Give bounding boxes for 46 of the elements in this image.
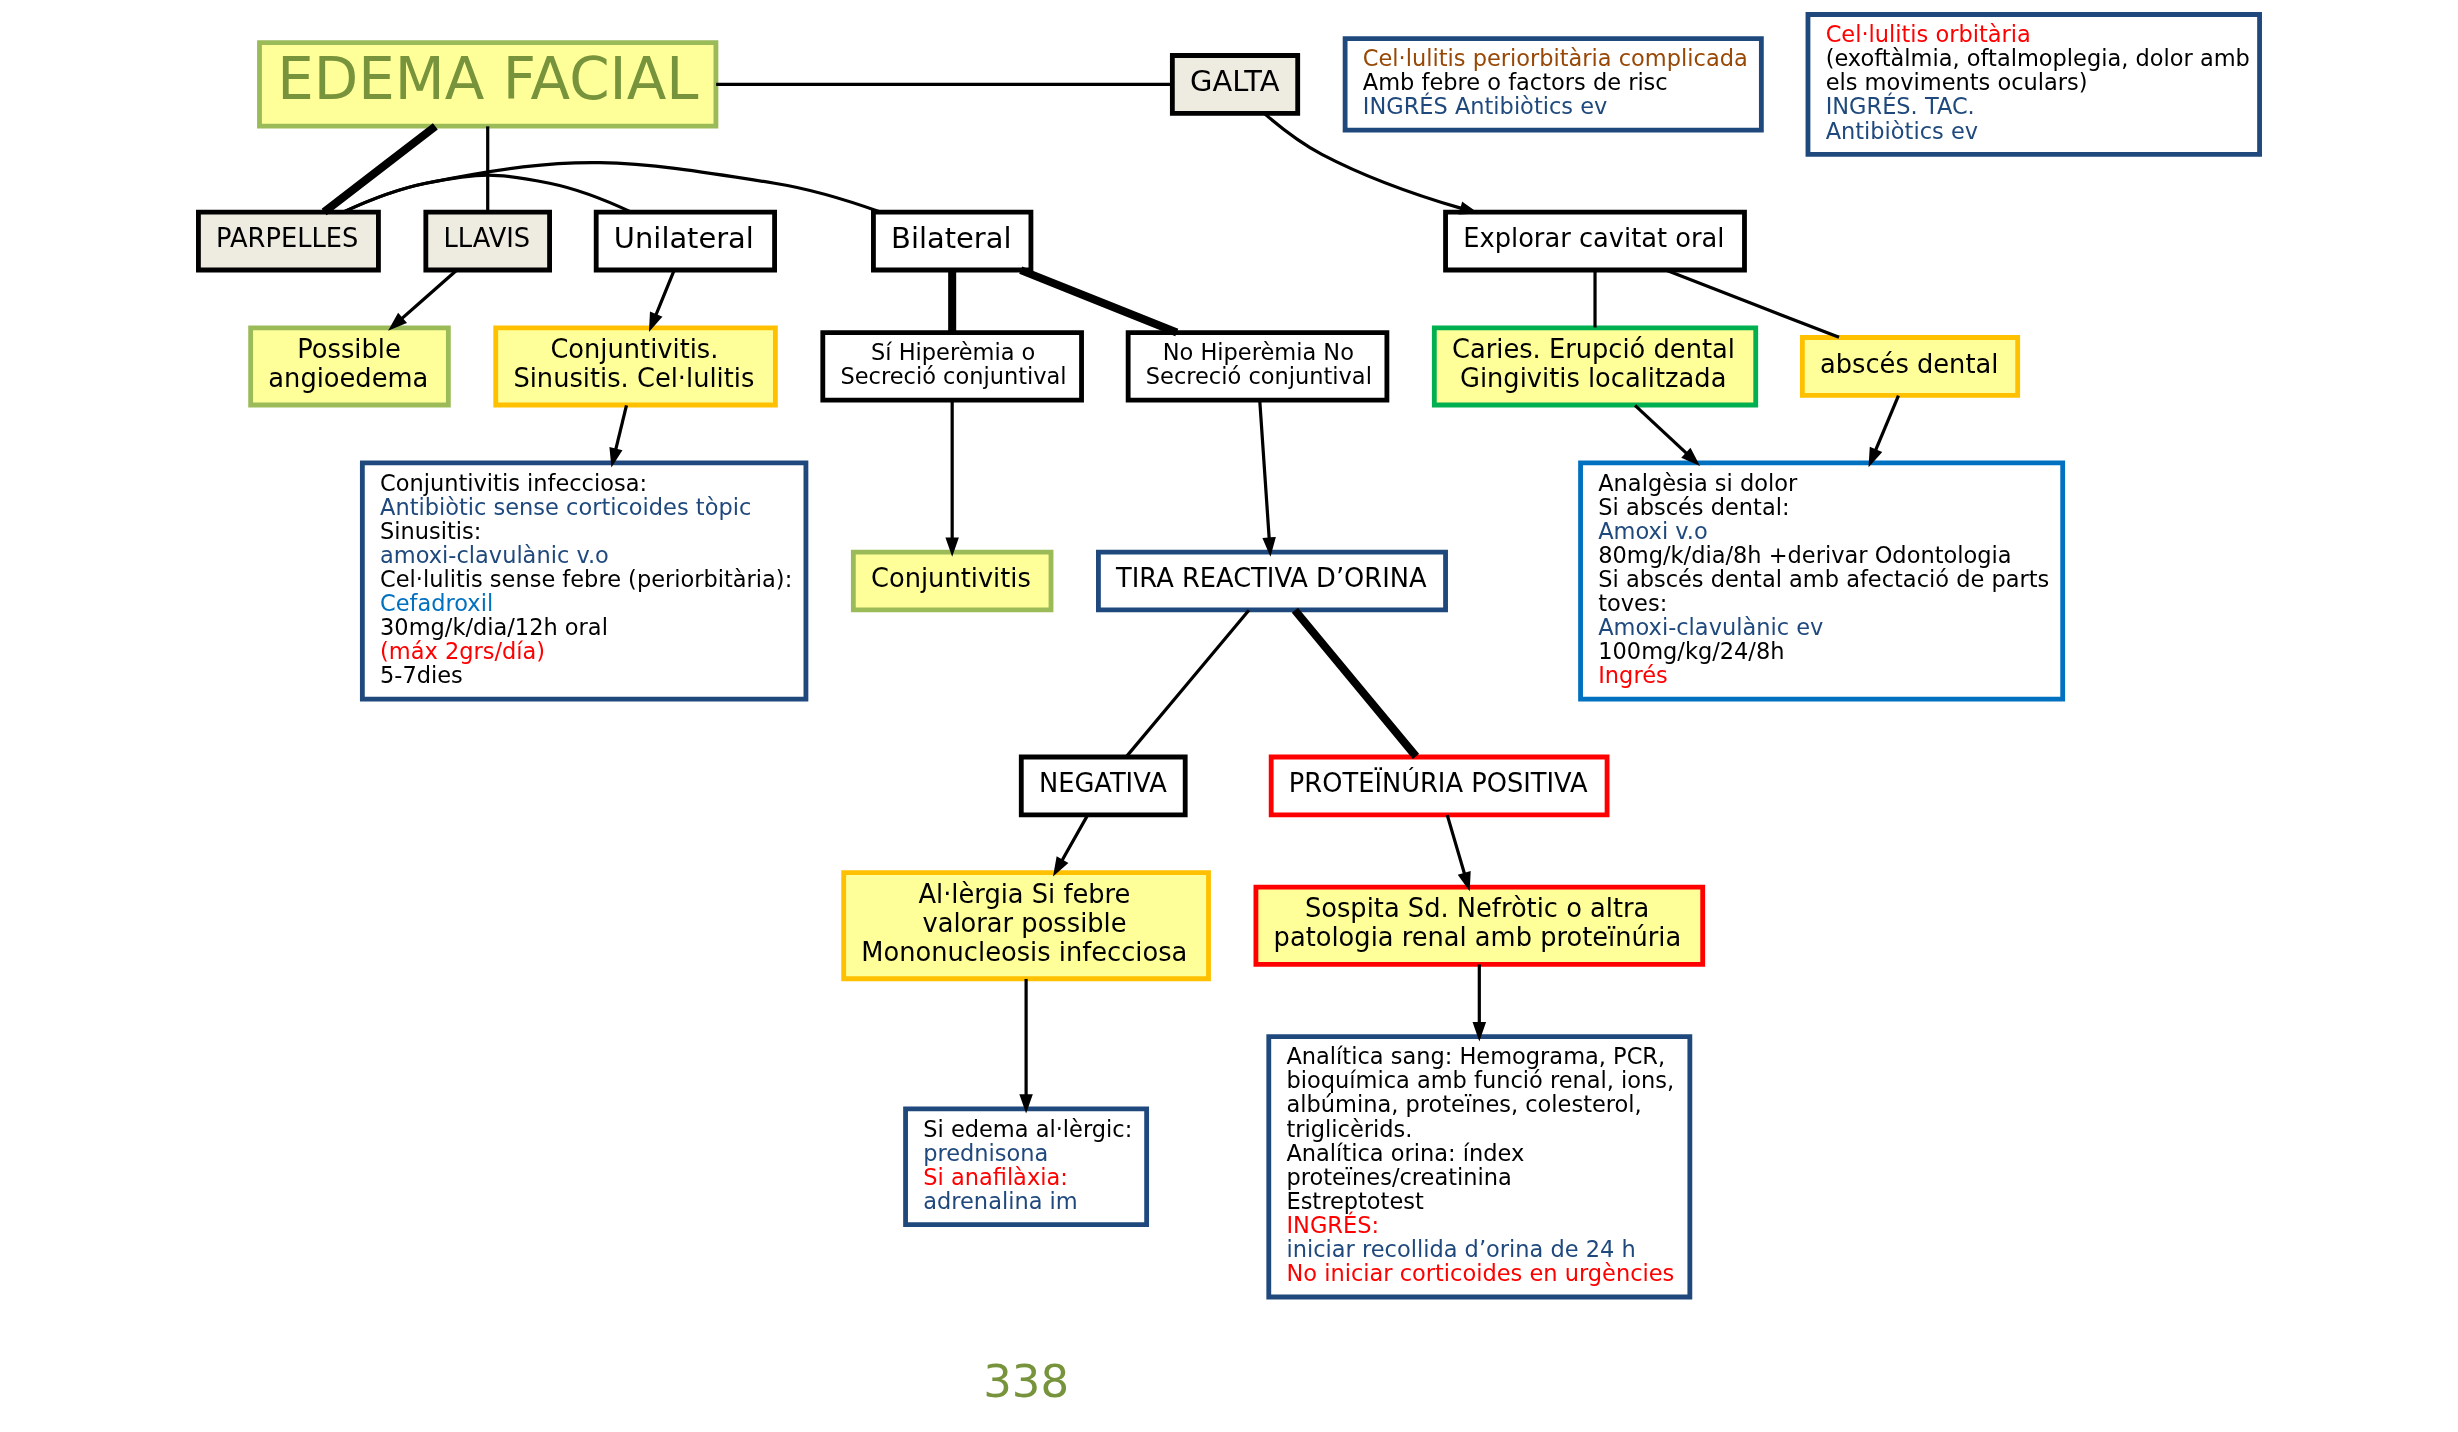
node-box: PROTEÏNÚRIA POSITIVA (1268, 754, 1610, 818)
label: 338 (983, 1355, 1070, 1409)
node-box: GALTA (1169, 53, 1301, 116)
node-box: Si edema al·lèrgic: prednisona Si anafilàxia: adrenalina im (903, 1106, 1150, 1228)
connector (1291, 607, 1420, 759)
node-box: No Hiperèmia No Secreció conjuntival (1125, 330, 1390, 403)
connector (1593, 270, 1597, 328)
node-box: Cel·lulitis orbitària (exoftàlmia, oftalmoplegia, dolor amb els moviments oculars) INGRÉS. TAC. Antibiòtics ev (1805, 12, 2262, 157)
node-box: Conjuntivitis (850, 549, 1054, 613)
node-box: NEGATIVA (1018, 754, 1188, 818)
node-box: PARPELLES (196, 209, 381, 273)
node-box: Al·lèrgia Si febre valorar possible Mononucleosis infecciosa (841, 870, 1211, 982)
node-box: Unilateral (593, 209, 777, 273)
node-box: LLAVIS (423, 209, 552, 273)
node-box: Cel·lulitis periorbitària complicada Amb febre o factors de risc INGRÉS Antibiòtics ev (1342, 36, 1764, 133)
arrow (945, 400, 959, 557)
arrow (648, 269, 676, 332)
arrow (1053, 814, 1090, 877)
node-box: EDEMA FACIAL (257, 40, 719, 129)
node-box: Conjuntivitis. Sinusitis. Cel·lulitis (493, 325, 778, 408)
connector (321, 123, 438, 216)
arrow (1472, 964, 1487, 1042)
arrow (609, 404, 629, 468)
node-box: Conjuntivitis infecciosa: Antibiòtic sense corticoides tòpic Sinusitis: amoxi-clavulànic v.o Cel·lulitis sense febre (periorbitària): Cefadroxil 30mg/k/dia/12h oral (máx 2grs/día) 5-7dies (359, 460, 809, 702)
connector (1125, 609, 1251, 758)
arrow (1258, 400, 1276, 557)
node-box: Caries. Erupció dental Gingivitis localitzada (1431, 325, 1759, 408)
node-box: abscés dental (1799, 335, 2021, 398)
arrow (388, 269, 458, 331)
node-box: Analgèsia si dolor Si abscés dental: Amoxi v.o 80mg/k/dia/8h +derivar Odontologia Si abscés dental amb afectació de parts toves: Amoxi-clavulànic ev 100mg/kg/24/8h Ingrés (1578, 460, 2066, 702)
node-box: Sí Hiperèmia o Secreció conjuntival (820, 330, 1084, 403)
arrow (1019, 978, 1033, 1114)
node-box: TIRA REACTIVA D’ORINA (1096, 549, 1448, 613)
node-box: Explorar cavitat oral (1443, 209, 1747, 273)
arrow (1633, 404, 1700, 466)
node-box: Bilateral (871, 209, 1034, 273)
connector (948, 270, 957, 333)
connector (486, 126, 490, 212)
connector (716, 82, 1173, 86)
arrow (1445, 814, 1471, 892)
connector (1019, 266, 1179, 337)
node-box: Sospita Sd. Nefròtic o altra patologia renal amb proteïnúria (1253, 884, 1706, 967)
node-box: Analítica sang: Hemograma, PCR, bioquímica amb funció renal, ions, albúmina, proteïnes, colesterol, triglicèrids. Analítica orina: índex proteïnes/creatinina Estreptotest INGRÉS: iniciar recollida d’orina de 24 h No iniciar corticoides en urgències (1266, 1034, 1693, 1300)
arrow (1868, 395, 1900, 468)
connector (342, 161, 881, 214)
node-box: Possible angioedema (248, 325, 451, 408)
